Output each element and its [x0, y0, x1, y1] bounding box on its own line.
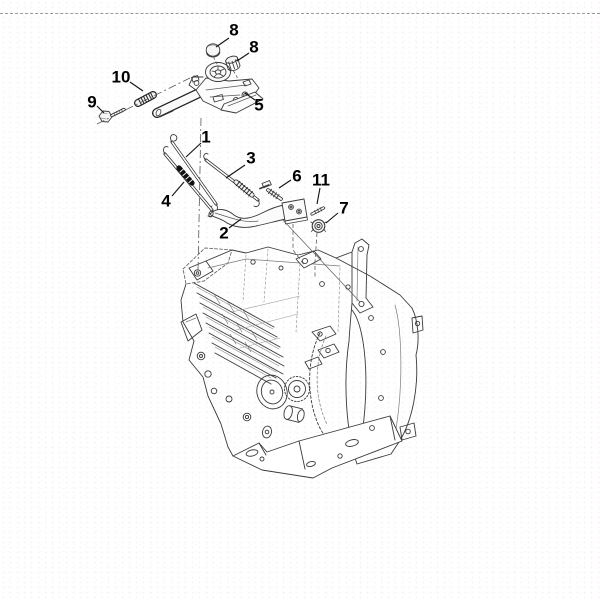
pin-part-11	[310, 206, 326, 216]
part-label-10: 10	[112, 68, 131, 87]
part-label-6: 6	[292, 167, 301, 186]
part-label-1: 1	[201, 128, 210, 147]
leader-line-7	[325, 212, 339, 224]
nut-part-7	[310, 219, 327, 233]
screw-part-6	[259, 180, 283, 201]
part-label-2: 2	[219, 224, 228, 243]
part-label-4: 4	[161, 192, 171, 211]
lever-bracket	[188, 75, 264, 114]
control-lever-assembly-art	[98, 43, 264, 123]
part-label-8: 8	[229, 21, 238, 40]
part-label-8-2: 8	[249, 38, 258, 57]
callout-layer: 88 10 9 5 1 3 4 6 11 7 2	[87, 21, 348, 243]
knurled-nut-part-8	[225, 55, 241, 72]
spring-part-4	[163, 146, 214, 217]
leader-line-3	[225, 164, 246, 179]
linkage-art	[163, 134, 327, 233]
leader-line-8	[215, 37, 230, 48]
leader-line-8-2	[236, 52, 250, 62]
rod-part-3	[203, 153, 260, 207]
part-label-5: 5	[254, 96, 263, 115]
part-label-7: 7	[339, 199, 348, 218]
part-label-11: 11	[312, 171, 330, 190]
leader-line-2	[228, 218, 242, 229]
engine-crankcase-art	[180, 238, 424, 479]
leader-line-10	[129, 81, 144, 92]
leader-line-4	[171, 181, 185, 197]
assembly-axis-lines	[96, 56, 361, 303]
lever-part-2	[208, 198, 308, 228]
page-top-dashed-rule	[0, 13, 600, 14]
handle-grip	[152, 89, 202, 118]
leader-line-9	[96, 105, 105, 114]
spring-part-10	[134, 91, 157, 107]
leader-line-1	[185, 142, 202, 158]
leader-line-11	[316, 187, 321, 205]
leader-line-6	[278, 179, 292, 189]
part-label-9: 9	[87, 93, 96, 112]
part-label-3: 3	[246, 149, 255, 168]
leader-line-5	[244, 92, 256, 101]
throttle-dial	[205, 62, 231, 82]
